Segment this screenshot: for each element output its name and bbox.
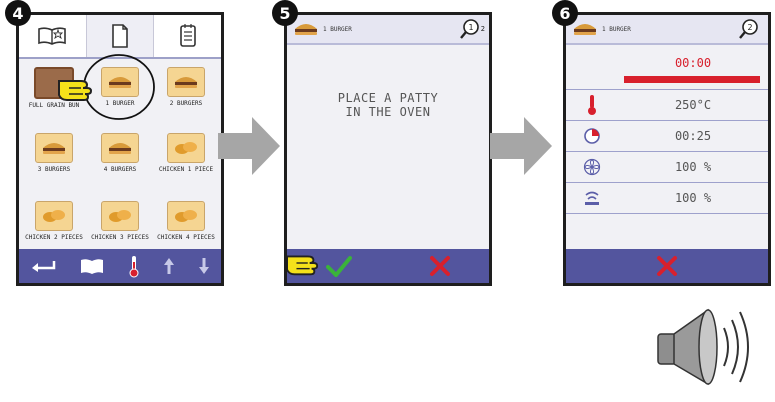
recipe-label: CHICKEN 1 PIECE <box>158 166 214 173</box>
step-badge-6: 6 <box>552 0 578 26</box>
chicken-icon <box>167 201 205 231</box>
instruction-line-1: PLACE A PATTY <box>337 91 439 105</box>
pointing-hand-icon <box>287 255 319 276</box>
screen-cooking-status: 1 BURGER 2 00:00 250°C 00:25 100 % 100 % <box>563 12 771 286</box>
burger-icon <box>101 133 139 163</box>
chicken-icon <box>101 201 139 231</box>
timer-value: 00:00 <box>674 56 712 70</box>
screen-header: 1 BURGER 2 <box>566 15 768 45</box>
back-arrow-icon[interactable] <box>30 259 56 273</box>
screen-recipe-menu: FULL GRAIN BUN 1 BURGER 2 BURGERS 3 BURG… <box>16 12 224 286</box>
bottom-toolbar <box>287 249 489 283</box>
flow-arrow-icon <box>490 117 552 175</box>
timer-row: 00:00 <box>566 45 768 90</box>
step-badge-4: 4 <box>5 0 31 26</box>
step-count: 2 <box>480 25 485 33</box>
recipe-label: 2 BURGERS <box>169 100 203 107</box>
step-badge-5: 5 <box>272 0 298 26</box>
recipe-item-chicken-2[interactable]: CHICKEN 2 PIECES <box>23 201 85 241</box>
recipe-item-chicken-1[interactable]: CHICKEN 1 PIECE <box>155 133 217 173</box>
recipe-item-4-burgers[interactable]: 4 BURGERS <box>89 133 151 173</box>
pointing-hand-icon <box>58 80 93 101</box>
magnifier-step-icon[interactable]: 1 <box>459 18 481 40</box>
recipe-item-2-burgers[interactable]: 2 BURGERS <box>155 67 217 107</box>
thermometer-icon <box>588 95 596 115</box>
book-icon[interactable] <box>79 257 105 275</box>
fan-icon <box>583 158 601 176</box>
steam-value: 100 % <box>674 191 712 205</box>
recipe-label: 3 BURGERS <box>37 166 71 173</box>
fan-row: 100 % <box>566 152 768 183</box>
tab-page[interactable] <box>86 15 155 57</box>
chicken-icon <box>167 133 205 163</box>
book-icon <box>38 27 67 45</box>
cancel-x-icon[interactable] <box>429 255 451 277</box>
recipe-item-chicken-4[interactable]: CHICKEN 4 PIECES <box>155 201 217 241</box>
page-icon <box>112 24 128 48</box>
recipe-label: 4 BURGERS <box>103 166 137 173</box>
recipe-label: FULL GRAIN BUN <box>28 102 80 109</box>
recipe-item-3-burgers[interactable]: 3 BURGERS <box>23 133 85 173</box>
burger-icon <box>167 67 205 97</box>
fan-value: 100 % <box>674 160 712 174</box>
recipe-label: CHICKEN 4 PIECES <box>157 234 215 241</box>
recipe-label: 1 BURGER <box>105 100 135 107</box>
temperature-value: 250°C <box>674 98 712 112</box>
cancel-x-icon[interactable] <box>656 255 678 277</box>
header-title: 1 BURGER <box>602 25 631 33</box>
notepad-icon <box>179 24 196 47</box>
bottom-toolbar <box>566 249 768 283</box>
tab-book[interactable] <box>19 15 87 57</box>
screen-header: 1 BURGER 1 2 <box>287 15 489 45</box>
magnifier-step-icon[interactable]: 2 <box>736 18 760 40</box>
header-title: 1 BURGER <box>323 25 352 33</box>
chicken-icon <box>35 201 73 231</box>
burger-icon <box>101 67 139 97</box>
tab-notepad[interactable] <box>154 15 221 57</box>
instruction-message: PLACE A PATTY IN THE OVEN <box>287 91 489 119</box>
recipe-grid: FULL GRAIN BUN 1 BURGER 2 BURGERS 3 BURG… <box>19 54 221 247</box>
down-arrow-icon[interactable] <box>198 256 210 276</box>
recipe-item-chicken-3[interactable]: CHICKEN 3 PIECES <box>89 201 151 241</box>
recipe-label: CHICKEN 2 PIECES <box>25 234 83 241</box>
screen-instruction: 1 BURGER 1 2 PLACE A PATTY IN THE OVEN <box>284 12 492 286</box>
instruction-line-2: IN THE OVEN <box>345 105 431 119</box>
burger-icon <box>295 24 317 35</box>
temperature-row: 250°C <box>566 90 768 121</box>
recipe-item-1-burger[interactable]: 1 BURGER <box>89 67 151 107</box>
flow-arrow-icon <box>218 117 280 175</box>
burger-icon <box>574 24 596 35</box>
menu-tabs <box>19 15 221 59</box>
up-arrow-icon[interactable] <box>163 256 175 276</box>
svg-text:2: 2 <box>747 23 752 32</box>
confirm-check-icon[interactable] <box>325 255 352 277</box>
svg-text:1: 1 <box>468 23 473 32</box>
progress-bar <box>624 76 760 83</box>
burger-icon <box>35 133 73 163</box>
steam-row: 100 % <box>566 183 768 214</box>
thermometer-icon[interactable] <box>128 254 140 278</box>
bottom-toolbar <box>19 249 221 283</box>
steam-icon <box>585 191 599 205</box>
speaker-sound-icon <box>657 308 749 386</box>
recipe-label: CHICKEN 3 PIECES <box>91 234 149 241</box>
time-row: 00:25 <box>566 121 768 152</box>
clock-icon <box>584 128 600 144</box>
time-value: 00:25 <box>674 129 712 143</box>
